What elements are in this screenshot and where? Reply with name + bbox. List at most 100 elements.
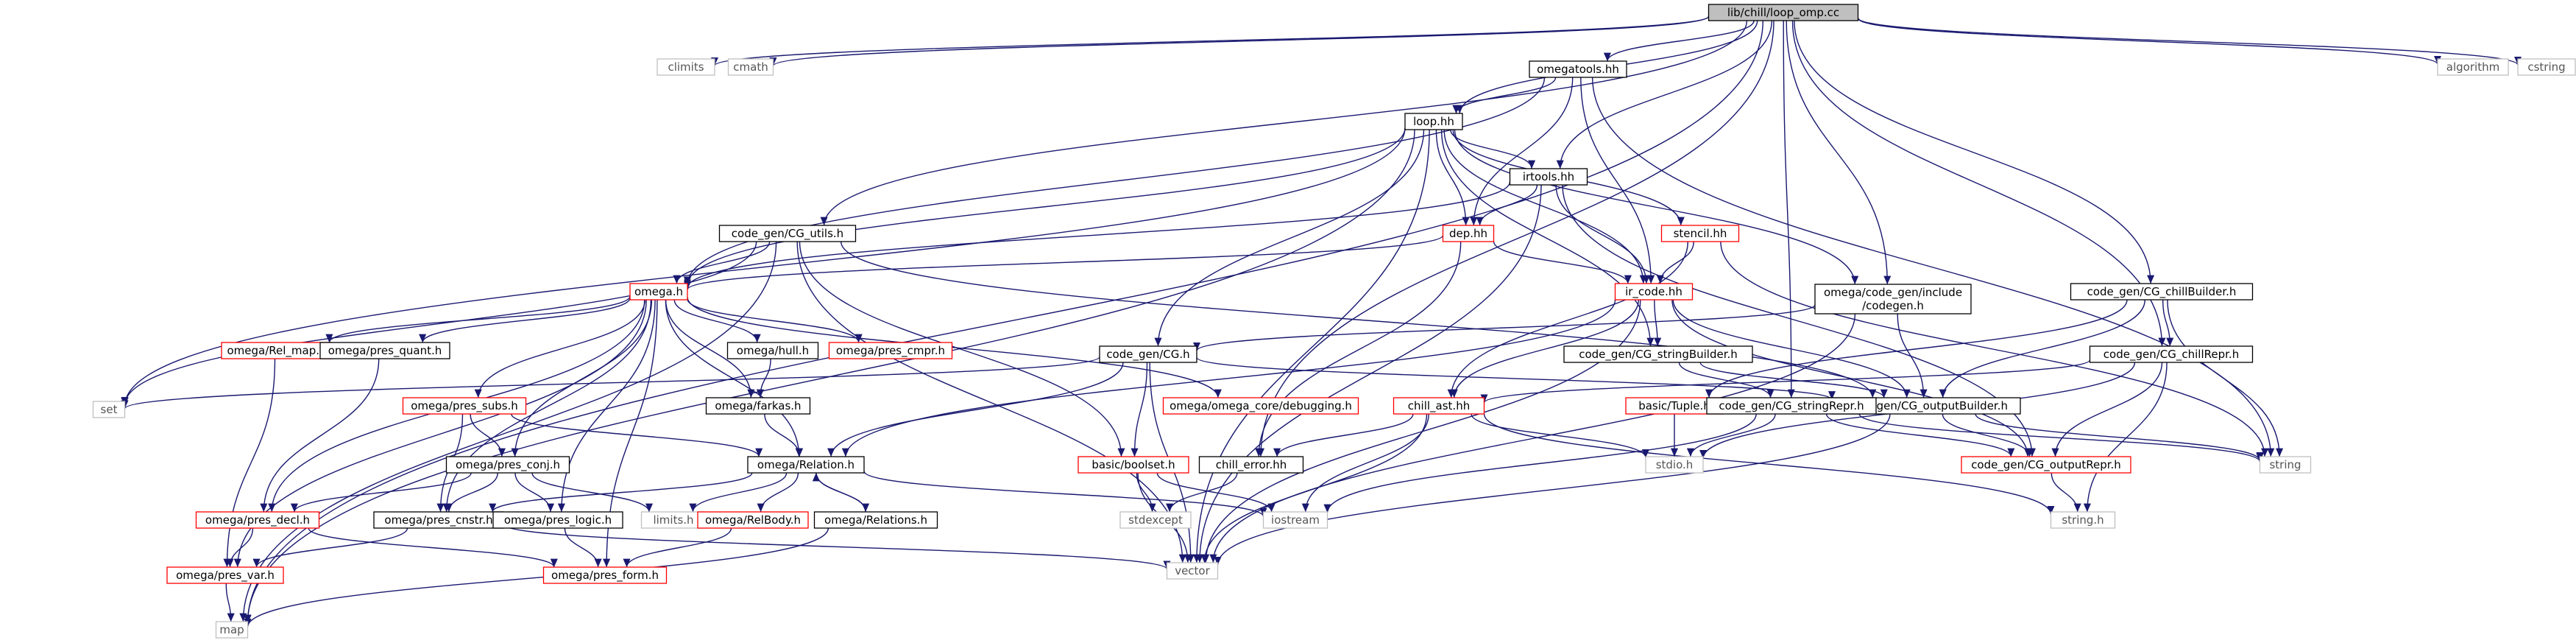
node-box <box>445 456 570 474</box>
node-chillerror[interactable]: chill_error.hh <box>1198 456 1304 474</box>
node-presdecl[interactable]: omega/pres_decl.h <box>195 511 320 529</box>
node-codegen[interactable]: omega/code_gen/include/codegen.h <box>1814 284 1972 315</box>
edge-presconj-to-preslogic <box>514 472 555 513</box>
node-stringbuilder[interactable]: code_gen/CG_stringBuilder.h <box>1563 345 1753 363</box>
node-cstring: cstring <box>2517 58 2576 76</box>
node-label: irtools.hh <box>1523 170 1574 183</box>
edge-omegatools-to-loop <box>1452 77 1557 114</box>
edge-preslogic-to-presform <box>564 527 602 568</box>
edge-relation-to-prescnstr <box>489 472 753 513</box>
node-label: omega/pres_subs.h <box>411 399 518 413</box>
node-dep[interactable]: dep.hh <box>1442 225 1495 242</box>
node-presvar[interactable]: omega/pres_var.h <box>166 566 284 584</box>
node-stringh: string.h <box>2050 511 2116 529</box>
node-outputbuilder[interactable]: code_gen/CG_outputBuilder.h <box>1831 397 2021 415</box>
node-string: string <box>2259 456 2312 474</box>
edge-prescnstr-to-presvar <box>252 527 408 568</box>
node-label: code_gen/CG_chillRepr.h <box>2103 348 2239 362</box>
node-box <box>2437 58 2509 76</box>
edge-ircode-to-outputrepr <box>1671 299 2032 457</box>
node-label: ir_code.hh <box>1625 285 1682 299</box>
node-label: code_gen/CG_outputBuilder.h <box>1844 399 2008 413</box>
node-label: omega/Relations.h <box>824 513 927 527</box>
node-label: omega/pres_form.h <box>551 569 659 583</box>
edge-loop-to-cg <box>1154 129 1425 347</box>
node-label: omega/pres_cmpr.h <box>836 344 945 358</box>
edge-boolset-to-iostream <box>1156 472 1275 513</box>
node-ircode[interactable]: ir_code.hh <box>1614 283 1694 301</box>
node-box <box>542 566 668 584</box>
edge-omega-to-relation <box>665 299 803 457</box>
node-cg[interactable]: code_gen/CG.h <box>1099 345 1197 363</box>
edge-stencil-to-string <box>1720 241 2269 457</box>
node-irtools[interactable]: irtools.hh <box>1509 168 1588 186</box>
node-presform[interactable]: omega/pres_form.h <box>542 566 668 584</box>
node-box <box>2259 456 2312 474</box>
node-root[interactable]: lib/chill/loop_omp.cc <box>1708 4 1859 21</box>
node-box <box>1393 397 1485 415</box>
edge-omega-to-pressubs <box>474 299 645 398</box>
node-chillrepr[interactable]: code_gen/CG_chillRepr.h <box>2089 345 2254 363</box>
node-prescnstr[interactable]: omega/pres_cnstr.h <box>373 511 504 529</box>
node-omega[interactable]: omega.h <box>629 283 688 301</box>
edge-root-to-map <box>244 20 1763 624</box>
edge-cgutils-to-omega <box>673 241 771 284</box>
edge-chillerror-to-stdexcept <box>1166 472 1238 513</box>
edge-chillast-to-stdio <box>1471 413 1649 458</box>
node-presquant[interactable]: omega/pres_quant.h <box>319 342 450 359</box>
node-label: omega/pres_logic.h <box>504 513 612 527</box>
node-label: code_gen/CG_chillBuilder.h <box>2087 285 2237 299</box>
node-cgutils[interactable]: code_gen/CG_utils.h <box>718 225 857 242</box>
node-label: code_gen/CG_outputRepr.h <box>1971 458 2121 472</box>
node-box <box>726 342 819 359</box>
edge-pressubs-to-relation <box>511 413 763 457</box>
node-debugging[interactable]: omega/omega_core/debugging.h <box>1162 397 1359 415</box>
node-hull[interactable]: omega/hull.h <box>726 342 819 359</box>
node-label: iostream <box>1271 513 1320 527</box>
node-preslogic[interactable]: omega/pres_logic.h <box>492 511 623 529</box>
node-box <box>1529 60 1627 78</box>
edge-outputbuilder-to-vector <box>1214 413 1891 566</box>
node-pressubs[interactable]: omega/pres_subs.h <box>402 397 527 415</box>
edge-dep-to-chillerror <box>1255 241 1462 457</box>
node-stencil[interactable]: stencil.hh <box>1660 225 1740 242</box>
edge-root-to-cgutils <box>820 20 1748 226</box>
node-label: omega/RelBody.h <box>705 513 801 527</box>
node-loop[interactable]: loop.hh <box>1404 113 1463 130</box>
node-vector: vector <box>1166 562 1219 580</box>
node-chillast[interactable]: chill_ast.hh <box>1393 397 1485 415</box>
node-farkas[interactable]: omega/farkas.h <box>705 397 811 415</box>
node-relmap[interactable]: omega/Rel_map.h <box>221 342 333 359</box>
node-box <box>1660 225 1740 242</box>
edge-irtools-to-outputrepr <box>1562 184 2037 457</box>
edge-loop-to-stringbuilder <box>1440 129 1655 347</box>
node-label: chill_ast.hh <box>1408 399 1470 413</box>
node-relbody[interactable]: omega/RelBody.h <box>697 511 809 529</box>
edge-ircode-to-stringbuilder <box>1654 299 1662 347</box>
edge-farkas-to-relation <box>764 413 804 457</box>
node-chillbuilder[interactable]: code_gen/CG_chillBuilder.h <box>2070 283 2254 301</box>
node-outputrepr[interactable]: code_gen/CG_outputRepr.h <box>1961 456 2131 474</box>
edge-chillrepr-to-chillast <box>1480 359 2091 404</box>
node-boolset[interactable]: basic/boolset.h <box>1078 456 1189 474</box>
edge-cgutils-to-set <box>121 241 757 406</box>
node-omegatools[interactable]: omegatools.hh <box>1529 60 1627 78</box>
node-presconj[interactable]: omega/pres_conj.h <box>445 456 570 474</box>
node-iostream: iostream <box>1262 511 1328 529</box>
node-prescmpr[interactable]: omega/pres_cmpr.h <box>828 342 953 359</box>
edge-loop-to-set <box>121 127 1406 407</box>
node-relation[interactable]: omega/Relation.h <box>747 456 865 474</box>
node-relations[interactable]: omega/Relations.h <box>813 511 938 529</box>
node-box <box>1814 284 1972 315</box>
node-label: stdexcept <box>1128 513 1183 527</box>
node-label: stdio.h <box>1656 458 1694 471</box>
edge-root-to-cstring <box>1857 17 2522 66</box>
node-label: omega/pres_decl.h <box>205 513 310 527</box>
edge-loop-to-ircode <box>1443 129 1647 284</box>
node-stringrepr[interactable]: code_gen/CG_stringRepr.h <box>1706 397 1877 415</box>
node-box <box>2070 283 2254 301</box>
edge-codegen-to-cg <box>1193 304 1816 351</box>
node-box <box>1708 4 1859 21</box>
node-label: cmath <box>733 60 768 74</box>
node-box <box>2517 58 2576 76</box>
